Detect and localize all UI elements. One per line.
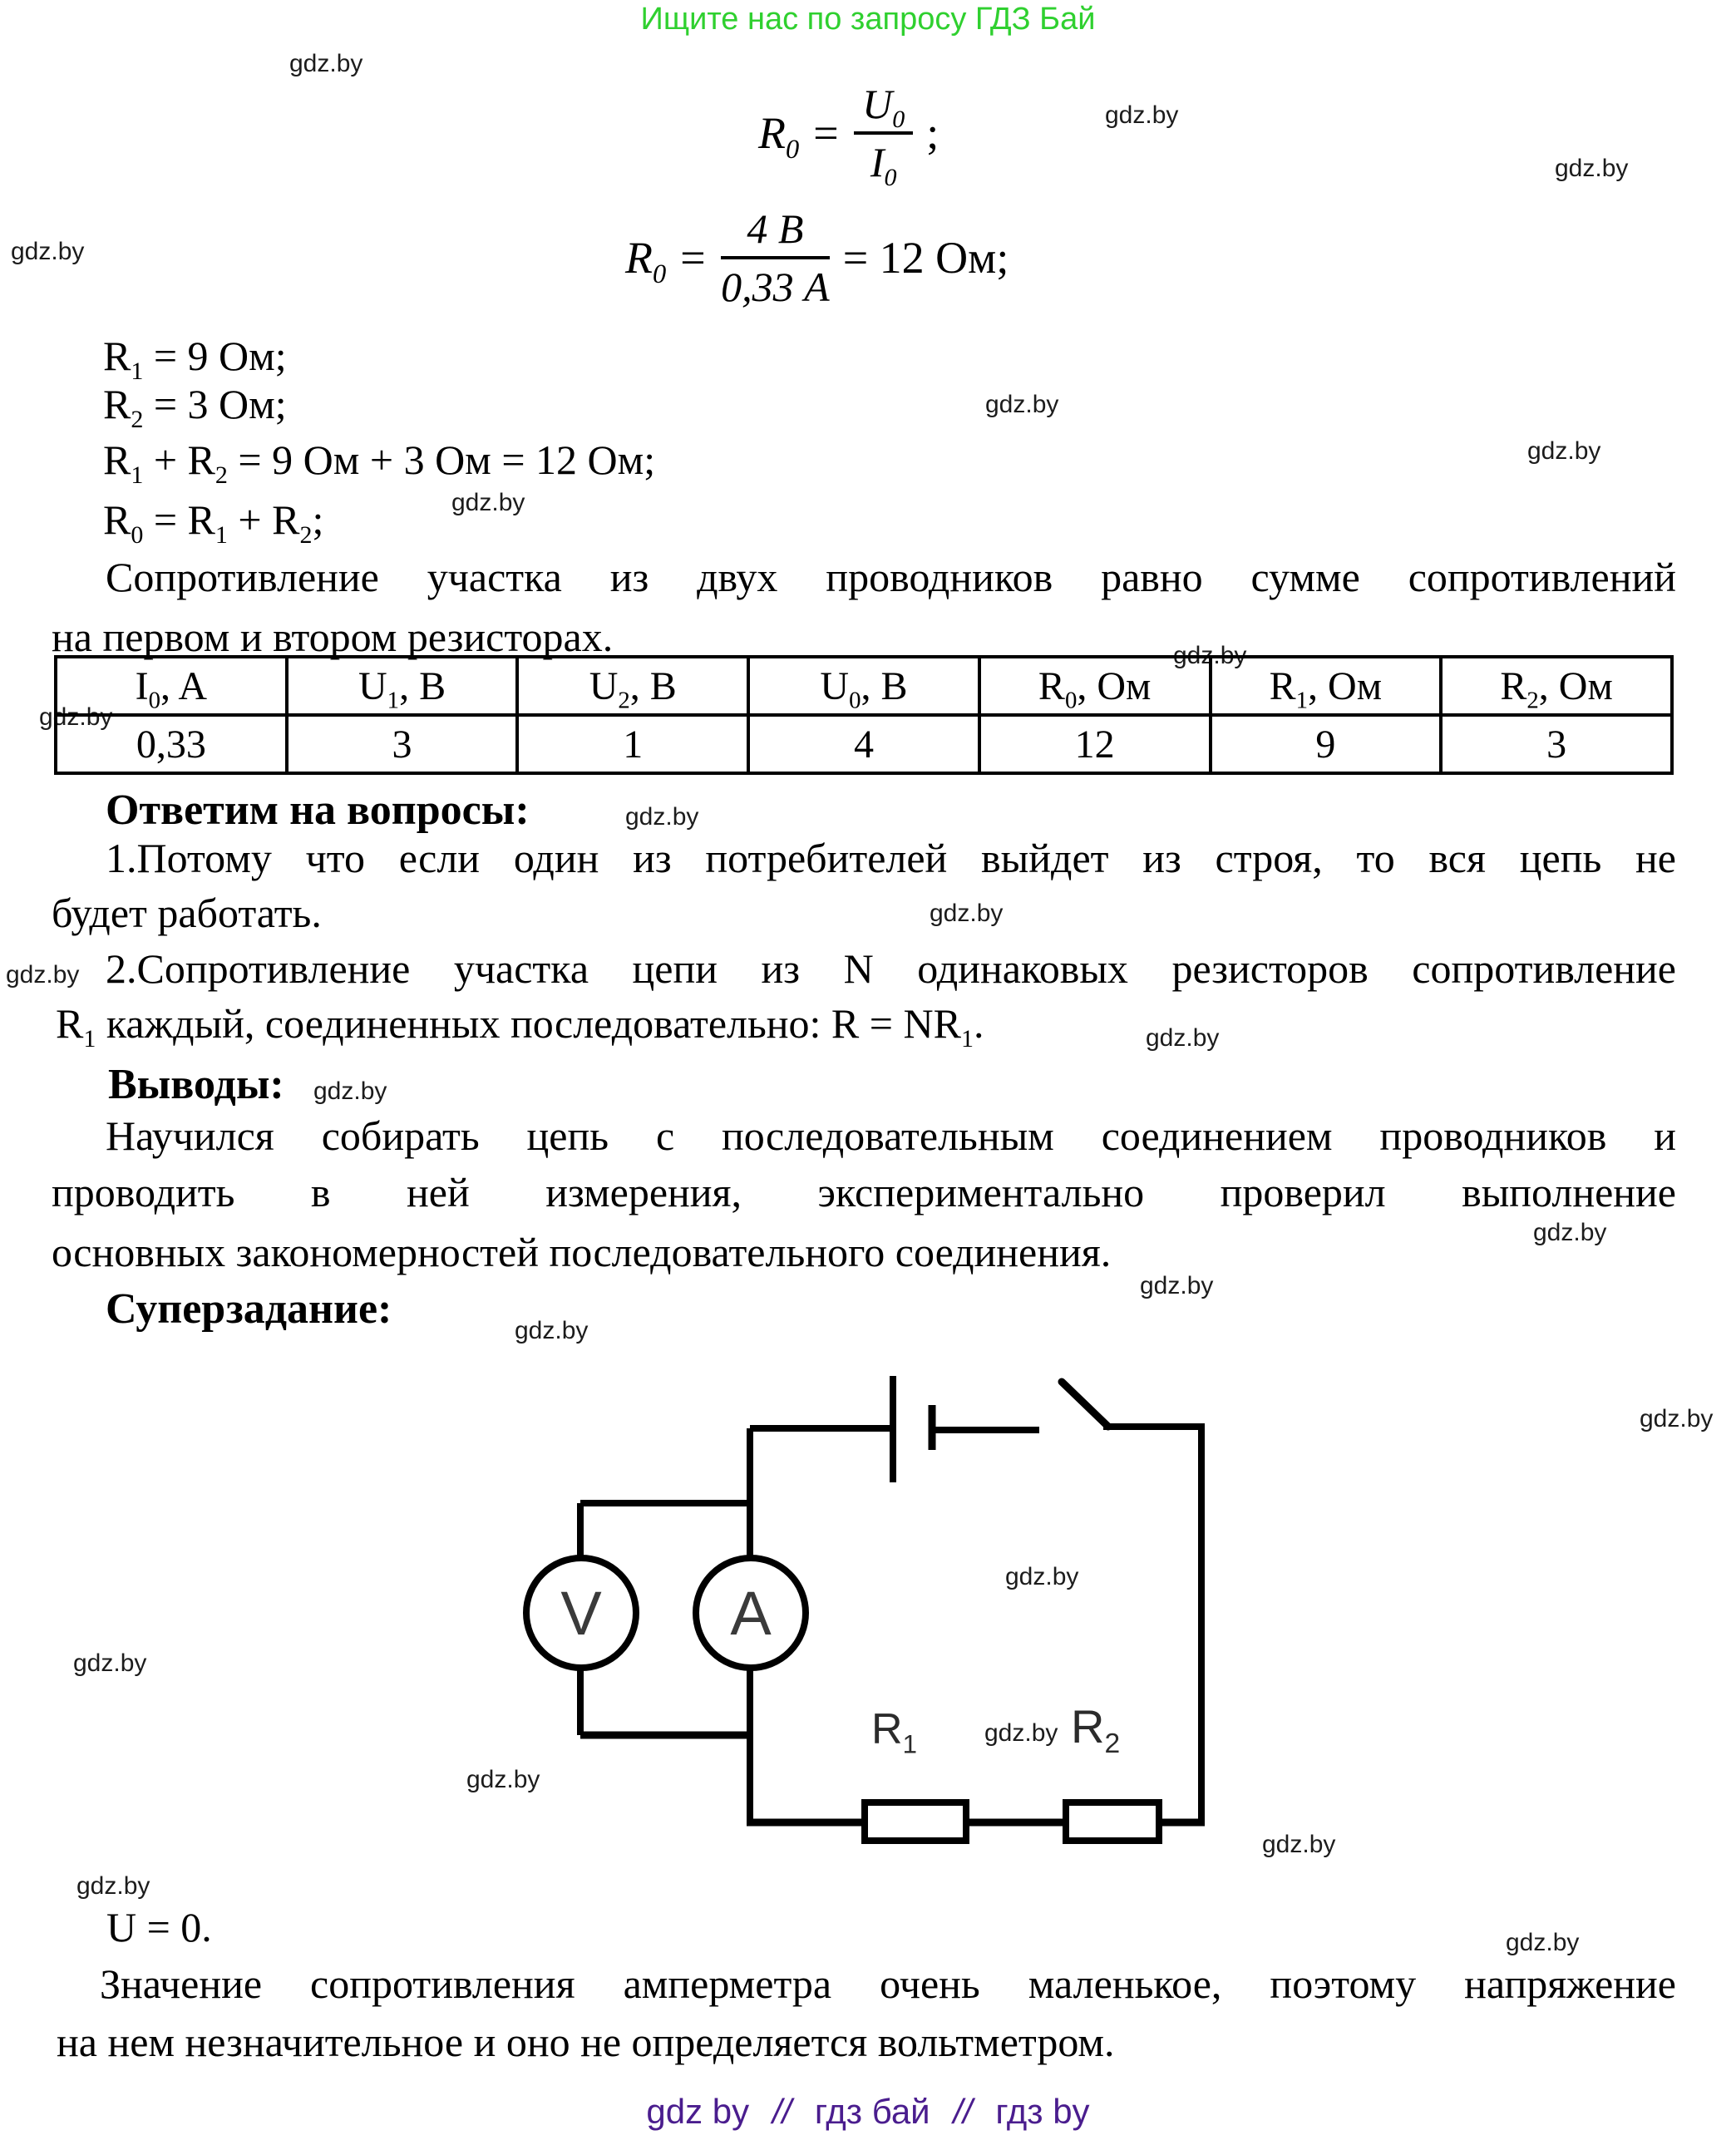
watermark-text: gdz.by [515, 1317, 589, 1344]
voltmeter-circle [523, 1555, 639, 1671]
summary-line: Сопротивление участка из двух проводнико… [106, 554, 1676, 600]
resistor-r1-box [861, 1799, 969, 1844]
conclusion-line: Научился собирать цепь с последовательны… [106, 1112, 1676, 1159]
watermark-text: gdz.by [76, 1872, 150, 1900]
r2-label: R2 [1071, 1700, 1121, 1760]
formula-r0-definition: R0 = U0 I0 ; [758, 80, 940, 191]
formula-tail: ; [926, 108, 940, 158]
ammeter-circle [693, 1555, 809, 1671]
supertask-explanation-line: Значение сопротивления амперметра очень … [100, 1960, 1676, 2007]
answer1-line: 1.Потому что если один из потребителей в… [106, 835, 1676, 881]
formula-lhs: R0 = [625, 233, 708, 289]
table-header-cell: R2, Ом [1439, 655, 1674, 717]
site-banner: Ищите нас по запросу ГДЗ Бай [640, 2, 1096, 37]
resistance-line-r2: R2 = 3 Ом; [103, 381, 287, 433]
watermark-text: gdz.by [1555, 155, 1629, 182]
watermark-text: gdz.by [625, 803, 699, 831]
table-header-cell: R0, Ом [977, 655, 1212, 717]
footer-text: гдз бай [814, 2092, 930, 2131]
watermark-text: gdz.by [1105, 101, 1179, 129]
watermark-text: gdz.by [289, 50, 363, 77]
watermark-text: gdz.by [466, 1766, 540, 1793]
watermark-text: gdz.by [930, 900, 1004, 927]
watermark-text: gdz.by [313, 1077, 387, 1105]
watermark-text: gdz.by [6, 961, 80, 989]
voltmeter-label: V [560, 1579, 602, 1648]
fraction-denominator: I0 [870, 139, 897, 191]
table-header-cell: I0, A [54, 655, 289, 717]
watermark-text: gdz.by [1146, 1024, 1220, 1052]
table-value-cell: 3 [1439, 713, 1674, 775]
footer-text: гдз by [995, 2092, 1090, 2131]
table-value-cell: 0,33 [54, 713, 289, 775]
watermark-text: gdz.by [451, 489, 525, 516]
table-value-cell: 3 [284, 713, 520, 775]
answer2-line: 2.Сопротивление участка цепи из N одинак… [106, 945, 1676, 992]
ammeter-label: A [730, 1579, 772, 1648]
footer-separator: // [953, 2092, 973, 2131]
resistance-line-r0: R0 = R1 + R2; [103, 496, 324, 549]
watermark-text: gdz.by [1140, 1272, 1214, 1299]
fraction: 4 В 0,33 А [721, 205, 830, 311]
answer1-line: будет работать. [52, 890, 322, 936]
watermark-text: gdz.by [1005, 1563, 1079, 1590]
table-header-cell: U1, B [284, 655, 520, 717]
watermark-text: gdz.by [73, 1649, 147, 1677]
fraction-denominator: 0,33 А [721, 264, 830, 310]
footer-separator: // [772, 2092, 792, 2131]
table-header-cell: U0, B [747, 655, 981, 717]
fraction-numerator: U0 [854, 80, 914, 135]
heading-answers: Ответим на вопросы: [106, 786, 530, 834]
formula-r0-computation: R0 = 4 В 0,33 А = 12 Ом; [625, 205, 1009, 311]
resistance-line-sum: R1 + R2 = 9 Ом + 3 Ом = 12 Ом; [103, 436, 656, 489]
answer2-line: R1 каждый, соединенных последовательно: … [56, 1000, 984, 1053]
fraction-numerator: 4 В [721, 205, 830, 259]
supertask-explanation-line: на нем незначительное и оно не определяе… [57, 2019, 1115, 2065]
watermark-text: gdz.by [984, 1719, 1058, 1747]
table-value-cell: 1 [515, 713, 751, 775]
conclusion-line: основных закономерностей последовательно… [52, 1229, 1112, 1275]
table-value-cell: 12 [977, 713, 1212, 775]
supertask-answer: U = 0. [106, 1904, 212, 1950]
conclusion-line: проводить в ней измерения, экспериментал… [52, 1169, 1676, 1215]
watermark-text: gdz.by [985, 391, 1059, 418]
watermark-text: gdz.by [1527, 437, 1601, 465]
switch-blade-icon [1058, 1378, 1112, 1431]
watermark-text: gdz.by [1262, 1831, 1336, 1858]
circuit-diagram: V A [523, 1376, 1205, 1844]
table-value-cell: 4 [747, 713, 981, 775]
watermark-text: gdz.by [11, 238, 85, 265]
table-header-cell: R1, Ом [1208, 655, 1443, 717]
watermark-text: gdz.by [1533, 1219, 1607, 1246]
summary-line: на первом и втором резисторах. [52, 614, 614, 660]
table-header-cell: U2, B [515, 655, 751, 717]
resistor-r2-box [1063, 1799, 1162, 1844]
heading-supertask: Суперзадание: [106, 1285, 392, 1333]
table-value-cell: 9 [1208, 713, 1443, 775]
r1-label: R1 [871, 1705, 917, 1759]
formula-result: = 12 Ом; [842, 233, 1009, 283]
formula-lhs: R0 = [758, 108, 841, 165]
footer-text: gdz by [646, 2092, 750, 2131]
watermark-text: gdz.by [1506, 1929, 1580, 1956]
resistance-line-r1: R1 = 9 Ом; [103, 333, 287, 385]
fraction: U0 I0 [854, 80, 914, 191]
watermark-text: gdz.by [1640, 1405, 1714, 1432]
heading-conclusions: Выводы: [108, 1061, 284, 1108]
footer: gdz by // гдз бай // гдз by [0, 2092, 1736, 2132]
